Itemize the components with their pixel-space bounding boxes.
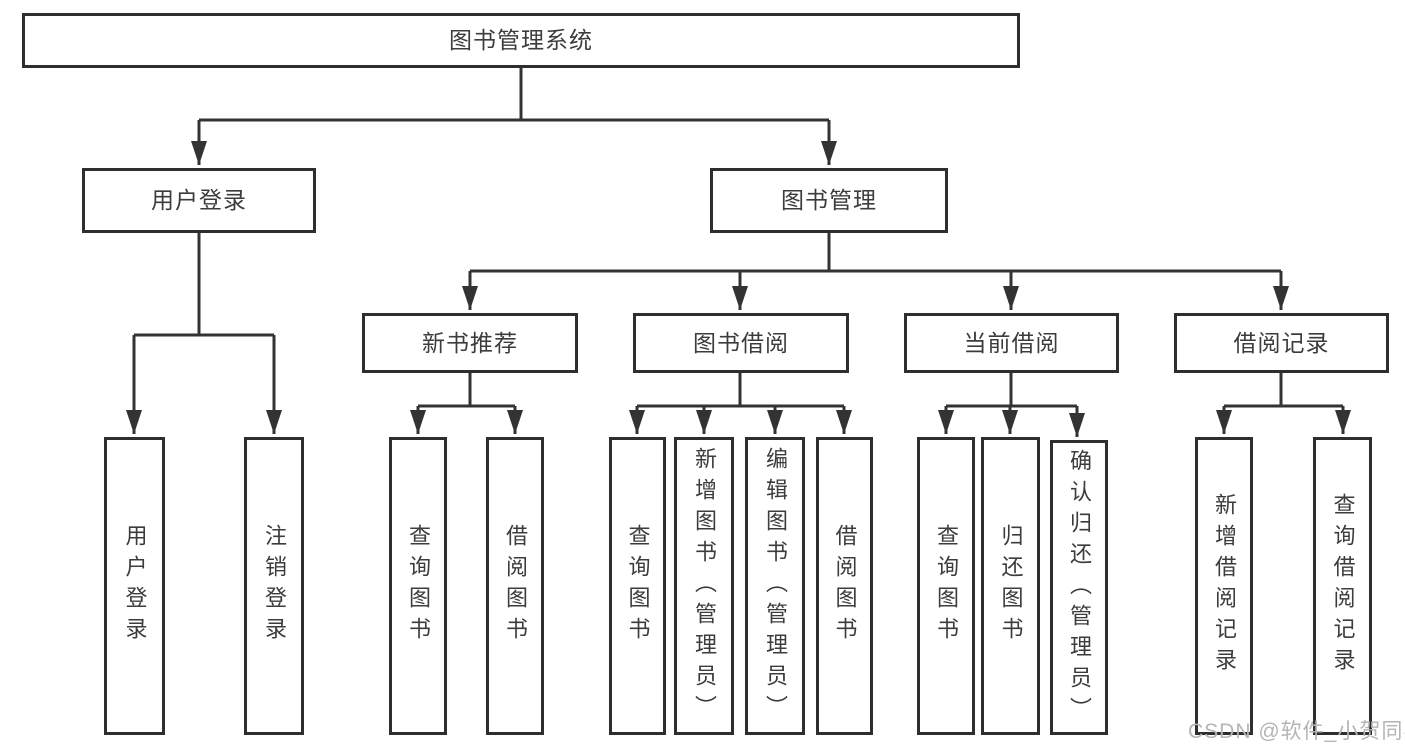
node-leaf-bb-borrow-book: 借阅图书 (816, 437, 873, 735)
node-leaf-br-query-record: 查询借阅记录 (1313, 437, 1372, 735)
node-leaf-user-login: 用户登录 (104, 437, 165, 735)
node-leaf-bb-add-book: 新增图书（管理员） (674, 437, 734, 735)
node-current-borrow: 当前借阅 (904, 313, 1119, 373)
node-leaf-cb-query-book: 查询图书 (917, 437, 975, 735)
node-new-book-rec: 新书推荐 (362, 313, 578, 373)
node-borrow-record: 借阅记录 (1174, 313, 1389, 373)
node-leaf-logout: 注销登录 (244, 437, 304, 735)
node-leaf-bb-query-book: 查询图书 (609, 437, 666, 735)
node-user-login: 用户登录 (82, 168, 316, 233)
node-leaf-cb-confirm-return: 确认归还（管理员） (1050, 440, 1108, 735)
node-book-borrow: 图书借阅 (633, 313, 849, 373)
node-root: 图书管理系统 (22, 13, 1020, 68)
node-book-mgmt: 图书管理 (710, 168, 948, 233)
node-leaf-cb-return-book: 归还图书 (981, 437, 1040, 735)
watermark: CSDN @软件_小贺同学 (1188, 720, 1405, 743)
node-leaf-nbr-borrow-book: 借阅图书 (486, 437, 544, 735)
node-leaf-br-add-record: 新增借阅记录 (1195, 437, 1253, 735)
node-leaf-nbr-query-book: 查询图书 (389, 437, 447, 735)
node-leaf-bb-edit-book: 编辑图书（管理员） (745, 437, 805, 735)
